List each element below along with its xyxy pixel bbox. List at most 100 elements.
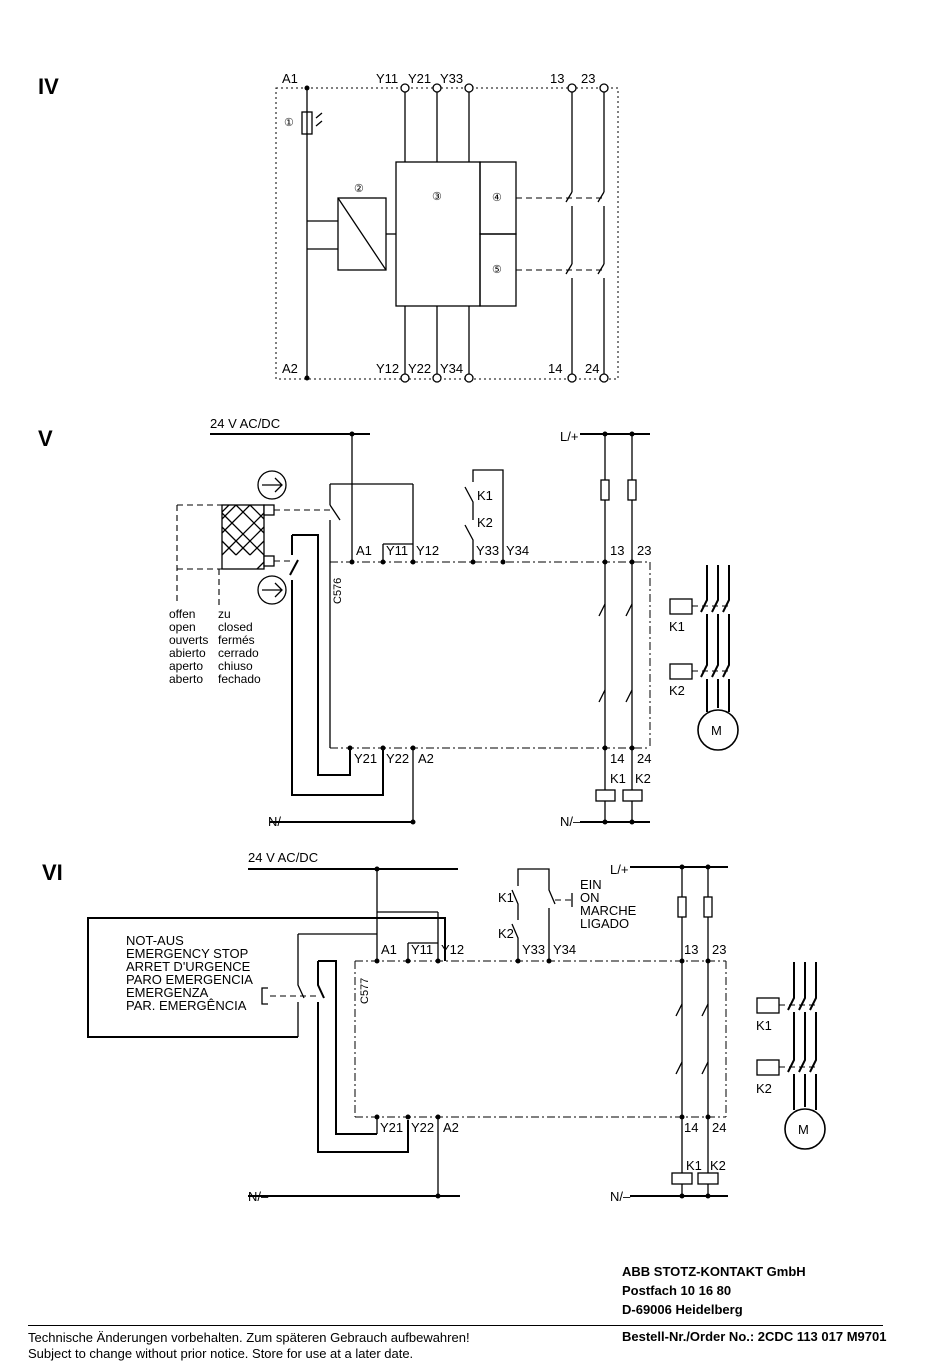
vi-bot-24: 24 bbox=[712, 1120, 726, 1135]
v-line-pos: L/+ bbox=[560, 429, 578, 444]
vi-top-y34: Y34 bbox=[553, 942, 576, 957]
vi-device-code: C577 bbox=[359, 978, 371, 1004]
vi-top-23: 23 bbox=[712, 942, 726, 957]
v-circuit: 24 V AC/DC C576 N/– A1 Y11 Y12 Y33 Y34 1… bbox=[169, 416, 739, 829]
iv-bot-24: 24 bbox=[585, 361, 599, 376]
vi-supply-label: 24 V AC/DC bbox=[248, 850, 318, 865]
iv-block-diagram: A1 Y11 Y21 Y33 13 23 A2 Y12 Y22 Y34 14 2… bbox=[275, 71, 619, 383]
iv-marker-2: ② bbox=[354, 183, 364, 195]
vi-coil-k1: K1 bbox=[686, 1158, 702, 1173]
v-top-13: 13 bbox=[610, 543, 624, 558]
order-number: Bestell-Nr./Order No.: 2CDC 113 017 M970… bbox=[622, 1329, 887, 1344]
company-city: D-69006 Heidelberg bbox=[622, 1302, 743, 1317]
v-closed-de: zu bbox=[218, 607, 231, 621]
v-top-23: 23 bbox=[637, 543, 651, 558]
vi-estop-pt: PAR. EMERGÊNCIA bbox=[126, 998, 247, 1013]
vi-fb-k2: K2 bbox=[498, 926, 514, 941]
vi-on-en: ON bbox=[580, 890, 600, 905]
iv-marker-3: ③ bbox=[432, 191, 442, 203]
iv-top-13: 13 bbox=[550, 71, 564, 86]
iv-top-y33: Y33 bbox=[440, 71, 463, 86]
vi-top-y33: Y33 bbox=[522, 942, 545, 957]
v-coil-k2: K2 bbox=[635, 771, 651, 786]
vi-top-y12: Y12 bbox=[441, 942, 464, 957]
footer-de: Technische Änderungen vorbehalten. Zum s… bbox=[28, 1330, 470, 1345]
vi-estop-fr: ARRET D'URGENCE bbox=[126, 959, 251, 974]
v-neg-left: N/– bbox=[268, 814, 289, 829]
vi-circuit: 24 V AC/DC NOT-AUS EMERGENCY STOP ARRET … bbox=[87, 850, 826, 1204]
vi-neg-right: N/– bbox=[610, 1189, 631, 1204]
v-top-y34: Y34 bbox=[506, 543, 529, 558]
v-coil-k1: K1 bbox=[610, 771, 626, 786]
vi-estop-es: PARO EMERGENCIA bbox=[126, 972, 253, 987]
vi-top-y11: Y11 bbox=[411, 942, 433, 957]
v-closed-en: closed bbox=[218, 620, 253, 634]
footer-en: Subject to change without prior notice. … bbox=[28, 1346, 414, 1361]
vi-bot-a2: A2 bbox=[443, 1120, 459, 1135]
iv-marker-4: ④ bbox=[492, 192, 502, 204]
v-open-fr: ouverts bbox=[169, 633, 208, 647]
vi-motor: M bbox=[798, 1122, 809, 1137]
vi-line-pos: L/+ bbox=[610, 862, 628, 877]
vi-neg-left: N/– bbox=[248, 1189, 269, 1204]
vi-fb-k1: K1 bbox=[498, 890, 514, 905]
iv-bot-y12: Y12 bbox=[376, 361, 399, 376]
v-top-a1: A1 bbox=[356, 543, 372, 558]
vi-coil-k2: K2 bbox=[710, 1158, 726, 1173]
section-iv-label: IV bbox=[38, 74, 59, 99]
footer-divider bbox=[28, 1325, 883, 1326]
iv-top-y11: Y11 bbox=[376, 71, 398, 86]
vi-top-a1: A1 bbox=[381, 942, 397, 957]
v-neg-right: N/– bbox=[560, 814, 581, 829]
vi-on-de: EIN bbox=[580, 877, 602, 892]
v-closed-it: chiuso bbox=[218, 659, 253, 673]
vi-on-fr: MARCHE bbox=[580, 903, 637, 918]
v-motor-k2: K2 bbox=[669, 683, 685, 698]
v-top-y12: Y12 bbox=[416, 543, 439, 558]
vi-bot-14: 14 bbox=[684, 1120, 698, 1135]
v-motor: M bbox=[711, 723, 722, 738]
v-supply-label: 24 V AC/DC bbox=[210, 416, 280, 431]
iv-bot-y34: Y34 bbox=[440, 361, 463, 376]
vi-bot-y21: Y21 bbox=[380, 1120, 403, 1135]
vi-on-pt: LIGADO bbox=[580, 916, 629, 931]
v-open-it: aperto bbox=[169, 659, 203, 673]
v-bot-14: 14 bbox=[610, 751, 624, 766]
iv-top-23: 23 bbox=[581, 71, 595, 86]
v-device-code: C576 bbox=[332, 578, 344, 604]
v-closed-fr: fermés bbox=[218, 633, 255, 647]
v-closed-pt: fechado bbox=[218, 672, 261, 686]
v-open-es: abierto bbox=[169, 646, 206, 660]
v-guard-door bbox=[221, 504, 265, 570]
iv-marker-1: ① bbox=[284, 117, 294, 129]
iv-bot-14: 14 bbox=[548, 361, 562, 376]
v-bot-y22: Y22 bbox=[386, 751, 409, 766]
v-top-y33: Y33 bbox=[476, 543, 499, 558]
v-top-y11: Y11 bbox=[386, 543, 408, 558]
v-motor-k1: K1 bbox=[669, 619, 685, 634]
company-postbox: Postfach 10 16 80 bbox=[622, 1283, 732, 1298]
v-open-de: offen bbox=[169, 607, 195, 621]
v-open-pt: aberto bbox=[169, 672, 203, 686]
section-v-label: V bbox=[38, 426, 53, 451]
vi-motor-k1: K1 bbox=[756, 1018, 772, 1033]
iv-bot-y22: Y22 bbox=[408, 361, 431, 376]
v-open-en: open bbox=[169, 620, 196, 634]
vi-bot-y22: Y22 bbox=[411, 1120, 434, 1135]
vi-top-13: 13 bbox=[684, 942, 698, 957]
iv-top-a1: A1 bbox=[282, 71, 298, 86]
iv-top-y21: Y21 bbox=[408, 71, 431, 86]
iv-marker-5: ⑤ bbox=[492, 264, 502, 276]
section-vi-label: VI bbox=[42, 860, 63, 885]
vi-motor-k2: K2 bbox=[756, 1081, 772, 1096]
v-fb-k2: K2 bbox=[477, 515, 493, 530]
vi-estop-en: EMERGENCY STOP bbox=[126, 946, 248, 961]
v-fb-k1: K1 bbox=[477, 488, 493, 503]
vi-estop-de: NOT-AUS bbox=[126, 933, 184, 948]
v-bot-a2: A2 bbox=[418, 751, 434, 766]
v-bot-y21: Y21 bbox=[354, 751, 377, 766]
iv-bot-a2: A2 bbox=[282, 361, 298, 376]
footer-notice: Technische Änderungen vorbehalten. Zum s… bbox=[28, 1330, 470, 1362]
company-address: ABB STOTZ-KONTAKT GmbH Postfach 10 16 80… bbox=[622, 1262, 806, 1319]
